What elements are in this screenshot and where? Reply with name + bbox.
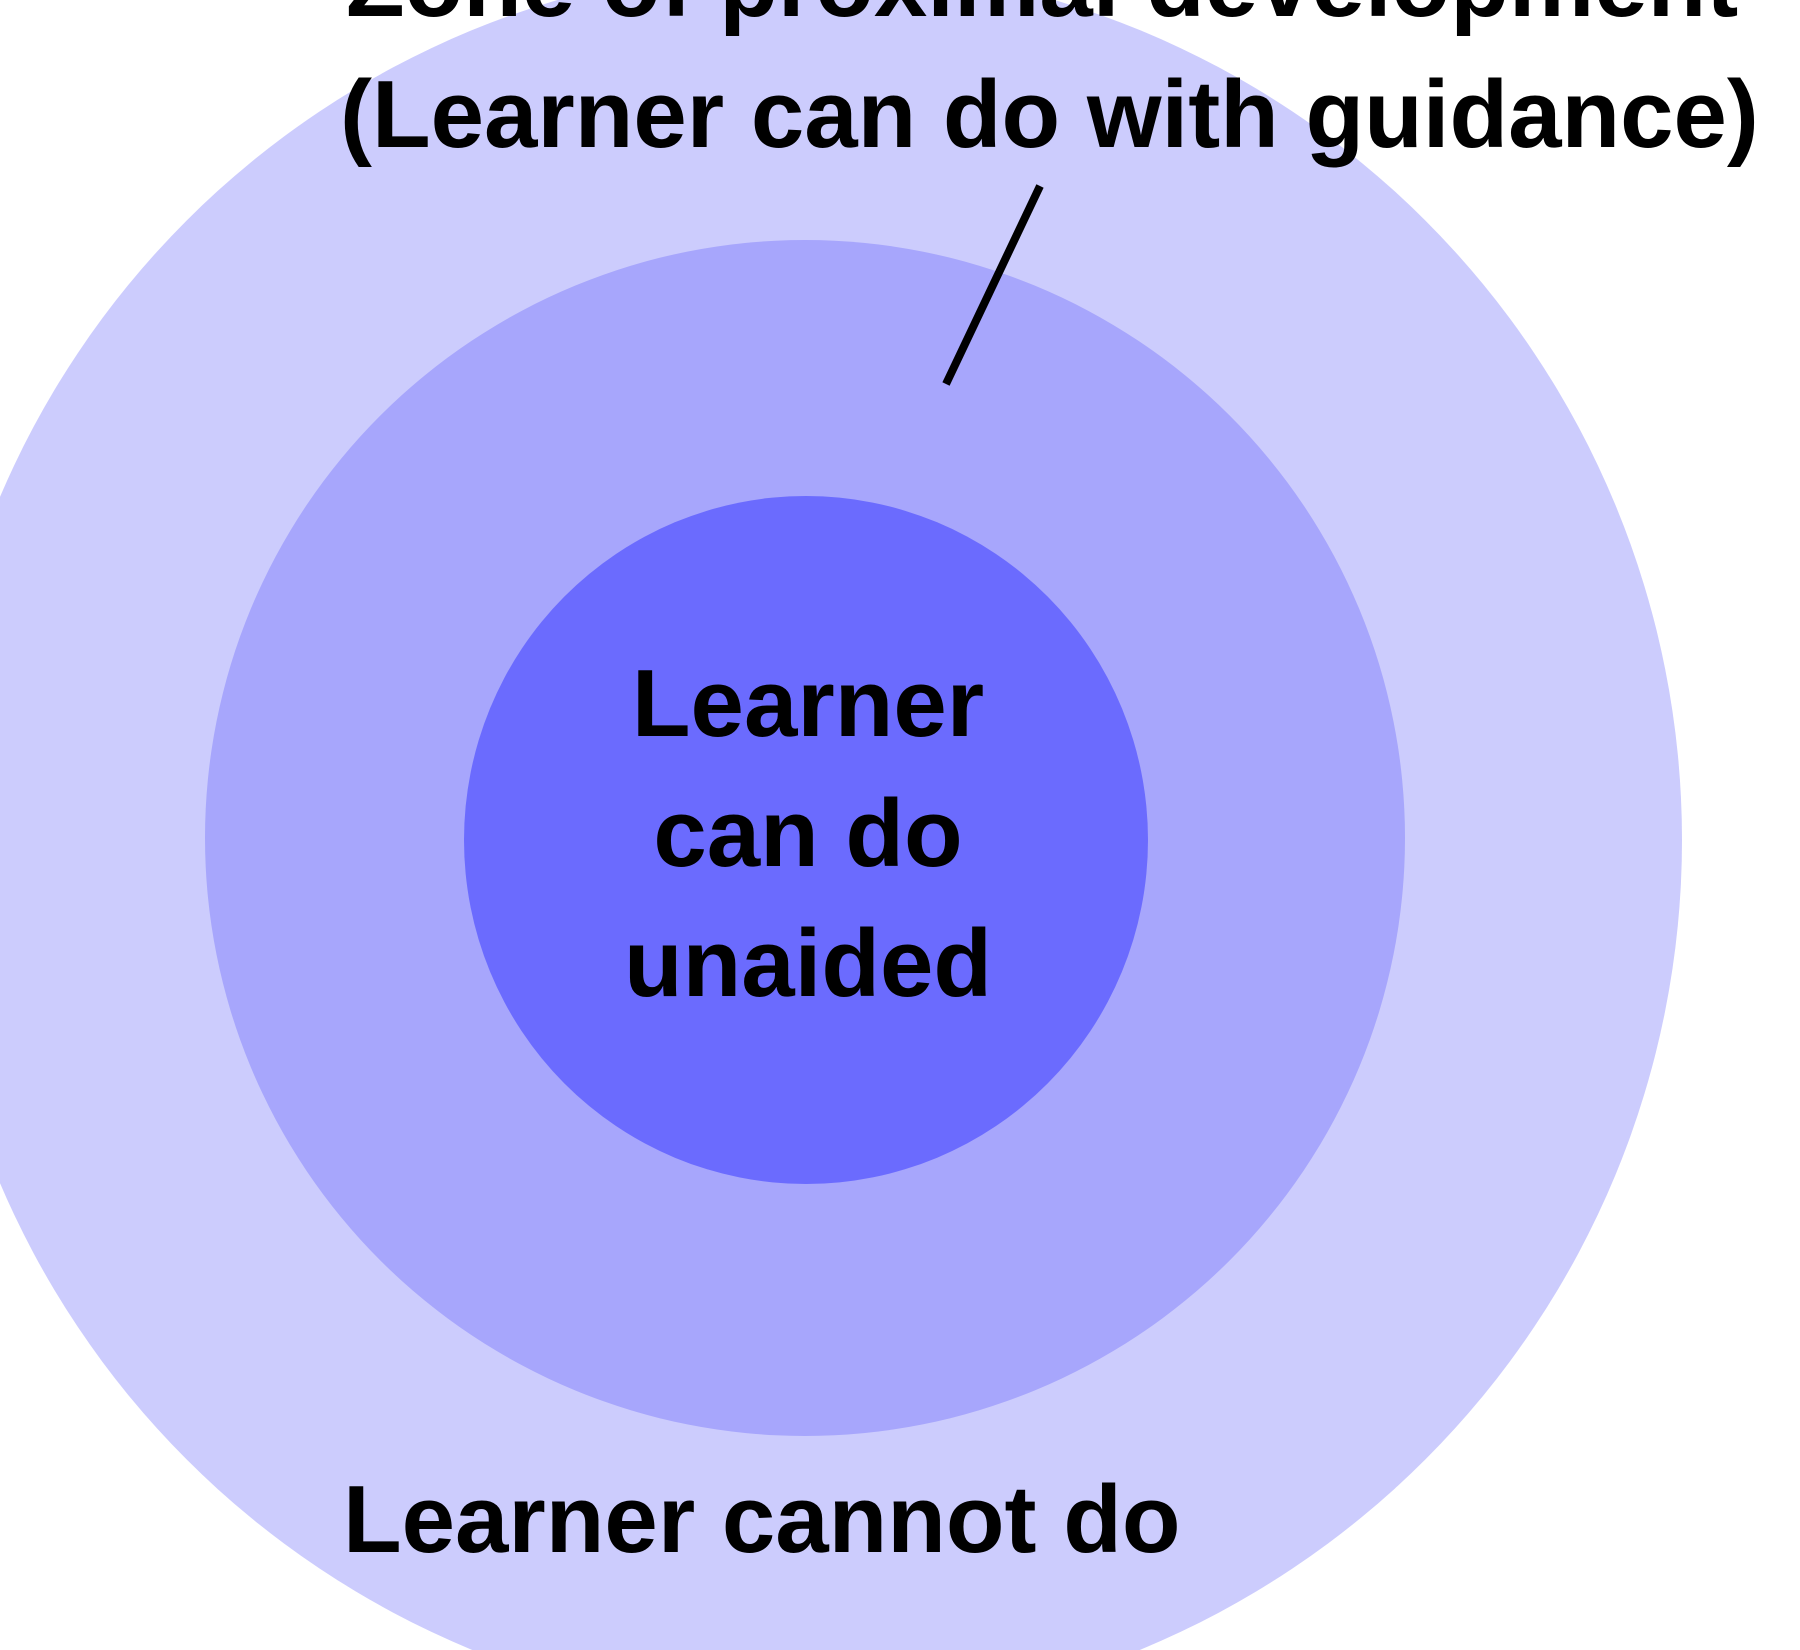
inner-label-line1: Learner <box>632 650 984 757</box>
outer-label: Learner cannot do <box>343 1466 1180 1573</box>
pointer-line <box>942 184 1044 386</box>
zpd-label-line2: (Learner can do with guidance) <box>340 61 1759 168</box>
inner-label-line2: can do <box>653 780 962 887</box>
inner-zone-circle <box>464 496 1148 1184</box>
zpd-label-line1: Zone of proximal development <box>346 0 1738 37</box>
inner-label-line3: unaided <box>624 910 992 1017</box>
